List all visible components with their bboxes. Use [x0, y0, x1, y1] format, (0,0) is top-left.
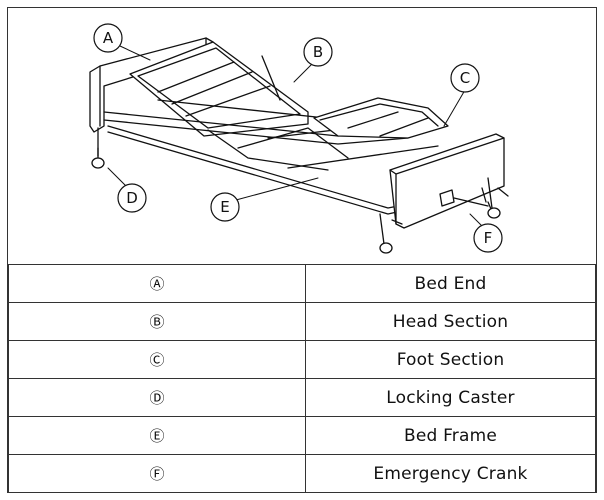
callout-e — [210, 192, 240, 222]
parts-legend-table: Ⓐ Bed End Ⓑ Head Section Ⓒ Foot Section … — [8, 264, 596, 493]
table-row: Ⓓ Locking Caster — [8, 378, 596, 417]
part-key: Ⓒ — [8, 340, 306, 379]
table-row: Ⓐ Bed End — [8, 264, 596, 303]
part-key: Ⓑ — [8, 302, 306, 341]
callouts — [93, 23, 503, 253]
callout-e-letter: E — [220, 198, 229, 216]
part-key: Ⓐ — [8, 264, 306, 303]
callout-b-letter: B — [313, 43, 323, 61]
table-row: Ⓒ Foot Section — [8, 340, 596, 379]
callout-c-letter: C — [460, 69, 470, 87]
foot-bed-end — [389, 133, 505, 229]
bed-diagram: A B C D E F — [8, 8, 596, 264]
bed-illustration: A B C D E F — [89, 23, 509, 254]
table-row: Ⓑ Head Section — [8, 302, 596, 341]
part-key: Ⓔ — [8, 416, 306, 455]
part-name: Bed Frame — [305, 416, 596, 455]
head-section-frame — [129, 41, 309, 137]
leader-lines — [107, 45, 487, 231]
part-name: Bed End — [305, 264, 596, 303]
callout-c — [450, 63, 480, 93]
callout-f — [473, 223, 503, 253]
callout-a — [93, 23, 123, 53]
part-key: Ⓕ — [8, 454, 306, 493]
part-key: Ⓓ — [8, 378, 306, 417]
table-row: Ⓔ Bed Frame — [8, 416, 596, 455]
callout-b — [303, 37, 333, 67]
table-row: Ⓕ Emergency Crank — [8, 454, 596, 493]
part-name: Locking Caster — [305, 378, 596, 417]
casters — [91, 147, 509, 254]
part-name: Emergency Crank — [305, 454, 596, 493]
callout-f-letter: F — [484, 229, 493, 247]
parts-sheet: A B C D E F Ⓐ Bed End Ⓑ Head Section Ⓒ F… — [7, 7, 597, 493]
callout-d — [117, 183, 147, 213]
callout-a-letter: A — [103, 29, 114, 47]
part-name: Foot Section — [305, 340, 596, 379]
callout-d-letter: D — [126, 189, 138, 207]
part-name: Head Section — [305, 302, 596, 341]
foot-section-frame — [313, 97, 449, 139]
